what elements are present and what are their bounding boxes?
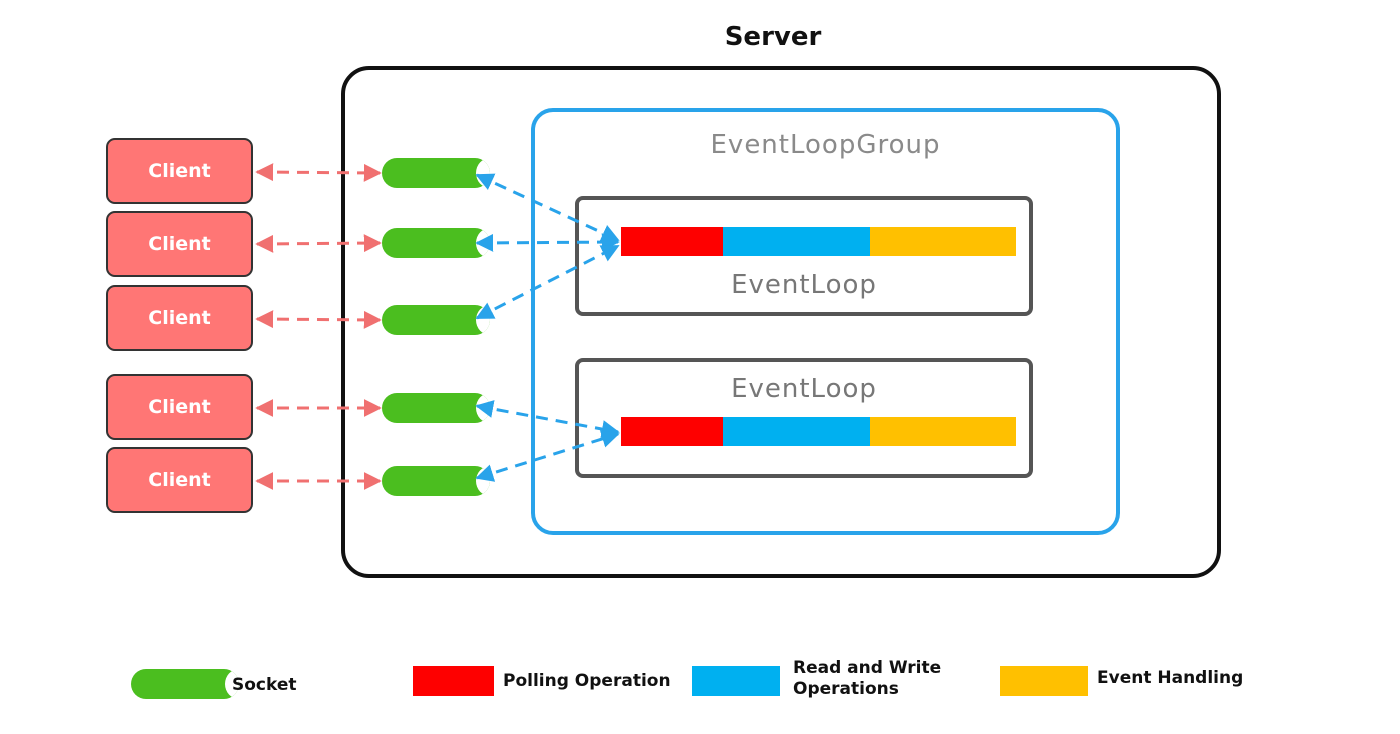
event-loop-2-read-write-segment [723,417,870,446]
event-loop-2-polling-segment [621,417,723,446]
legend-polling-swatch [413,666,494,696]
socket-loop-link-4 [475,400,620,438]
event-loop-1-event-handling-segment [870,227,1016,256]
socket-loop-link-1 [475,173,620,242]
client-box-4: Client [106,374,253,440]
client-box-1: Client [106,138,253,204]
legend-read-write-label: Read and Write Operations [793,658,941,700]
server-title: Server [724,22,822,52]
legend-socket-label: Socket [232,675,297,695]
event-loop-1-label: EventLoop [731,270,877,300]
client-socket-link-3 [255,310,382,329]
socket-3 [382,305,490,335]
client-box-3: Client [106,285,253,351]
socket-1 [382,158,490,188]
client-box-2: Client [106,211,253,277]
event-loop-2-label: EventLoop [731,374,877,404]
legend-read-write-label-line1: Read and Write [793,658,942,678]
legend-read-write-label-line2: Operations [793,679,899,699]
event-loop-group-label: EventLoopGroup [710,130,941,160]
client-socket-link-1 [255,163,382,182]
client-socket-link-2 [255,234,382,253]
client-box-5: Client [106,447,253,513]
event-loop-group-box [531,108,1120,535]
socket-loop-link-5 [475,430,620,482]
legend-event-handling-label: Event Handling [1097,668,1244,688]
socket-loop-link-2 [475,233,620,252]
legend-event-handling-swatch [1000,666,1088,696]
event-loop-2-event-handling-segment [870,417,1016,446]
event-loop-1-read-write-segment [723,227,870,256]
legend-polling-label: Polling Operation [503,671,671,691]
socket-loop-link-3 [475,244,620,320]
legend-socket-swatch [131,669,239,699]
event-loop-1-polling-segment [621,227,723,256]
legend-read-write-swatch [692,666,780,696]
